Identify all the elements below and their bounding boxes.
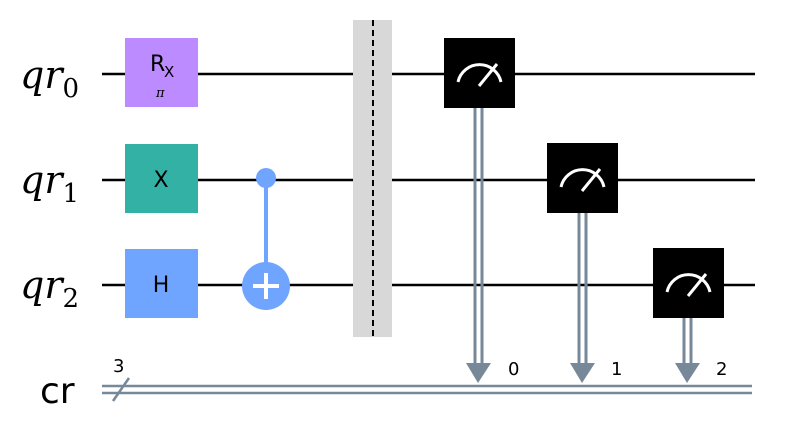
cnot-gate bbox=[242, 168, 290, 310]
classical-register-label: cr bbox=[40, 371, 75, 412]
classical-bundle-width: 3 bbox=[113, 356, 124, 377]
measure-bit-1: 1 bbox=[611, 359, 622, 380]
qubit-label-0: qr0 bbox=[20, 53, 79, 104]
measure-gate-2 bbox=[653, 248, 724, 383]
measure-bit-0: 0 bbox=[508, 359, 519, 380]
barrier bbox=[353, 20, 392, 337]
measure-bit-2: 2 bbox=[716, 359, 727, 380]
cnot-control-dot bbox=[256, 168, 276, 188]
measure-gate-1 bbox=[547, 143, 618, 383]
svg-text:R: R bbox=[150, 52, 165, 77]
classical-wire bbox=[102, 384, 752, 395]
svg-text:H: H bbox=[153, 273, 170, 298]
svg-text:X: X bbox=[164, 63, 174, 81]
x-gate: X bbox=[125, 144, 198, 213]
classical-bundle-slash bbox=[111, 377, 131, 402]
h-gate: H bbox=[125, 249, 198, 318]
qubit-label-1: qr1 bbox=[20, 158, 79, 209]
svg-text:X: X bbox=[153, 168, 168, 193]
measure-gate-0 bbox=[444, 38, 515, 383]
rx-gate: R X π bbox=[125, 38, 198, 107]
qubit-label-2: qr2 bbox=[20, 263, 79, 314]
svg-text:π: π bbox=[155, 86, 165, 101]
